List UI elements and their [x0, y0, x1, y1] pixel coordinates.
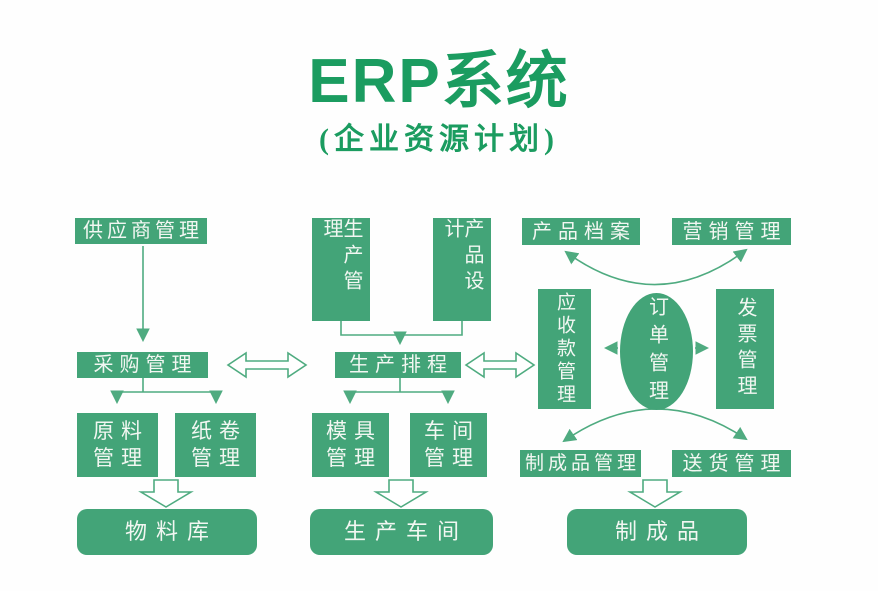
node-supplier-management: 供应商管理	[75, 218, 207, 244]
block-arrow-to-production-workshop	[373, 479, 429, 508]
node-material-warehouse: 物料库	[77, 509, 257, 555]
node-production-scheduling: 生产排程	[335, 352, 461, 378]
node-accounts-receivable-management: 应收款管理	[538, 289, 591, 409]
arrow-order-to-archive-marketing	[564, 248, 748, 286]
page-title: ERP系统	[308, 47, 570, 116]
node-product-design: 产品设计	[433, 218, 491, 321]
node-product-archive: 产品档案	[522, 218, 640, 245]
block-arrow-to-finished-products	[627, 479, 683, 508]
node-production-workshop: 生产车间	[310, 509, 493, 555]
connector-scheduling-branch	[343, 378, 455, 405]
block-arrow-to-material-warehouse	[138, 479, 194, 508]
node-marketing-management: 营销管理	[672, 218, 791, 245]
page-subtitle: (企业资源计划)	[319, 123, 559, 156]
connector-procurement-branch	[110, 378, 223, 405]
node-invoice-management: 发票管理	[716, 289, 774, 409]
node-delivery-management: 送货管理	[672, 450, 791, 477]
node-production-management: 生产管理	[312, 218, 370, 321]
node-order-management: 订单管理	[620, 293, 693, 410]
double-arrow-procurement-scheduling	[226, 351, 308, 379]
node-raw-material-management: 原料 管理	[77, 413, 158, 477]
node-paper-roll-management: 纸卷 管理	[175, 413, 256, 477]
node-finished-goods-management: 制成品管理	[520, 450, 641, 477]
double-arrow-scheduling-receivable	[464, 351, 536, 379]
node-mold-management: 模具 管理	[312, 413, 389, 477]
node-procurement-management: 采购管理	[77, 352, 208, 378]
node-finished-products: 制成品	[567, 509, 747, 555]
node-workshop-management: 车间 管理	[410, 413, 487, 477]
arrow-order-to-finishedgoods-delivery	[562, 408, 748, 443]
connector-join-to-scheduling	[340, 321, 463, 346]
